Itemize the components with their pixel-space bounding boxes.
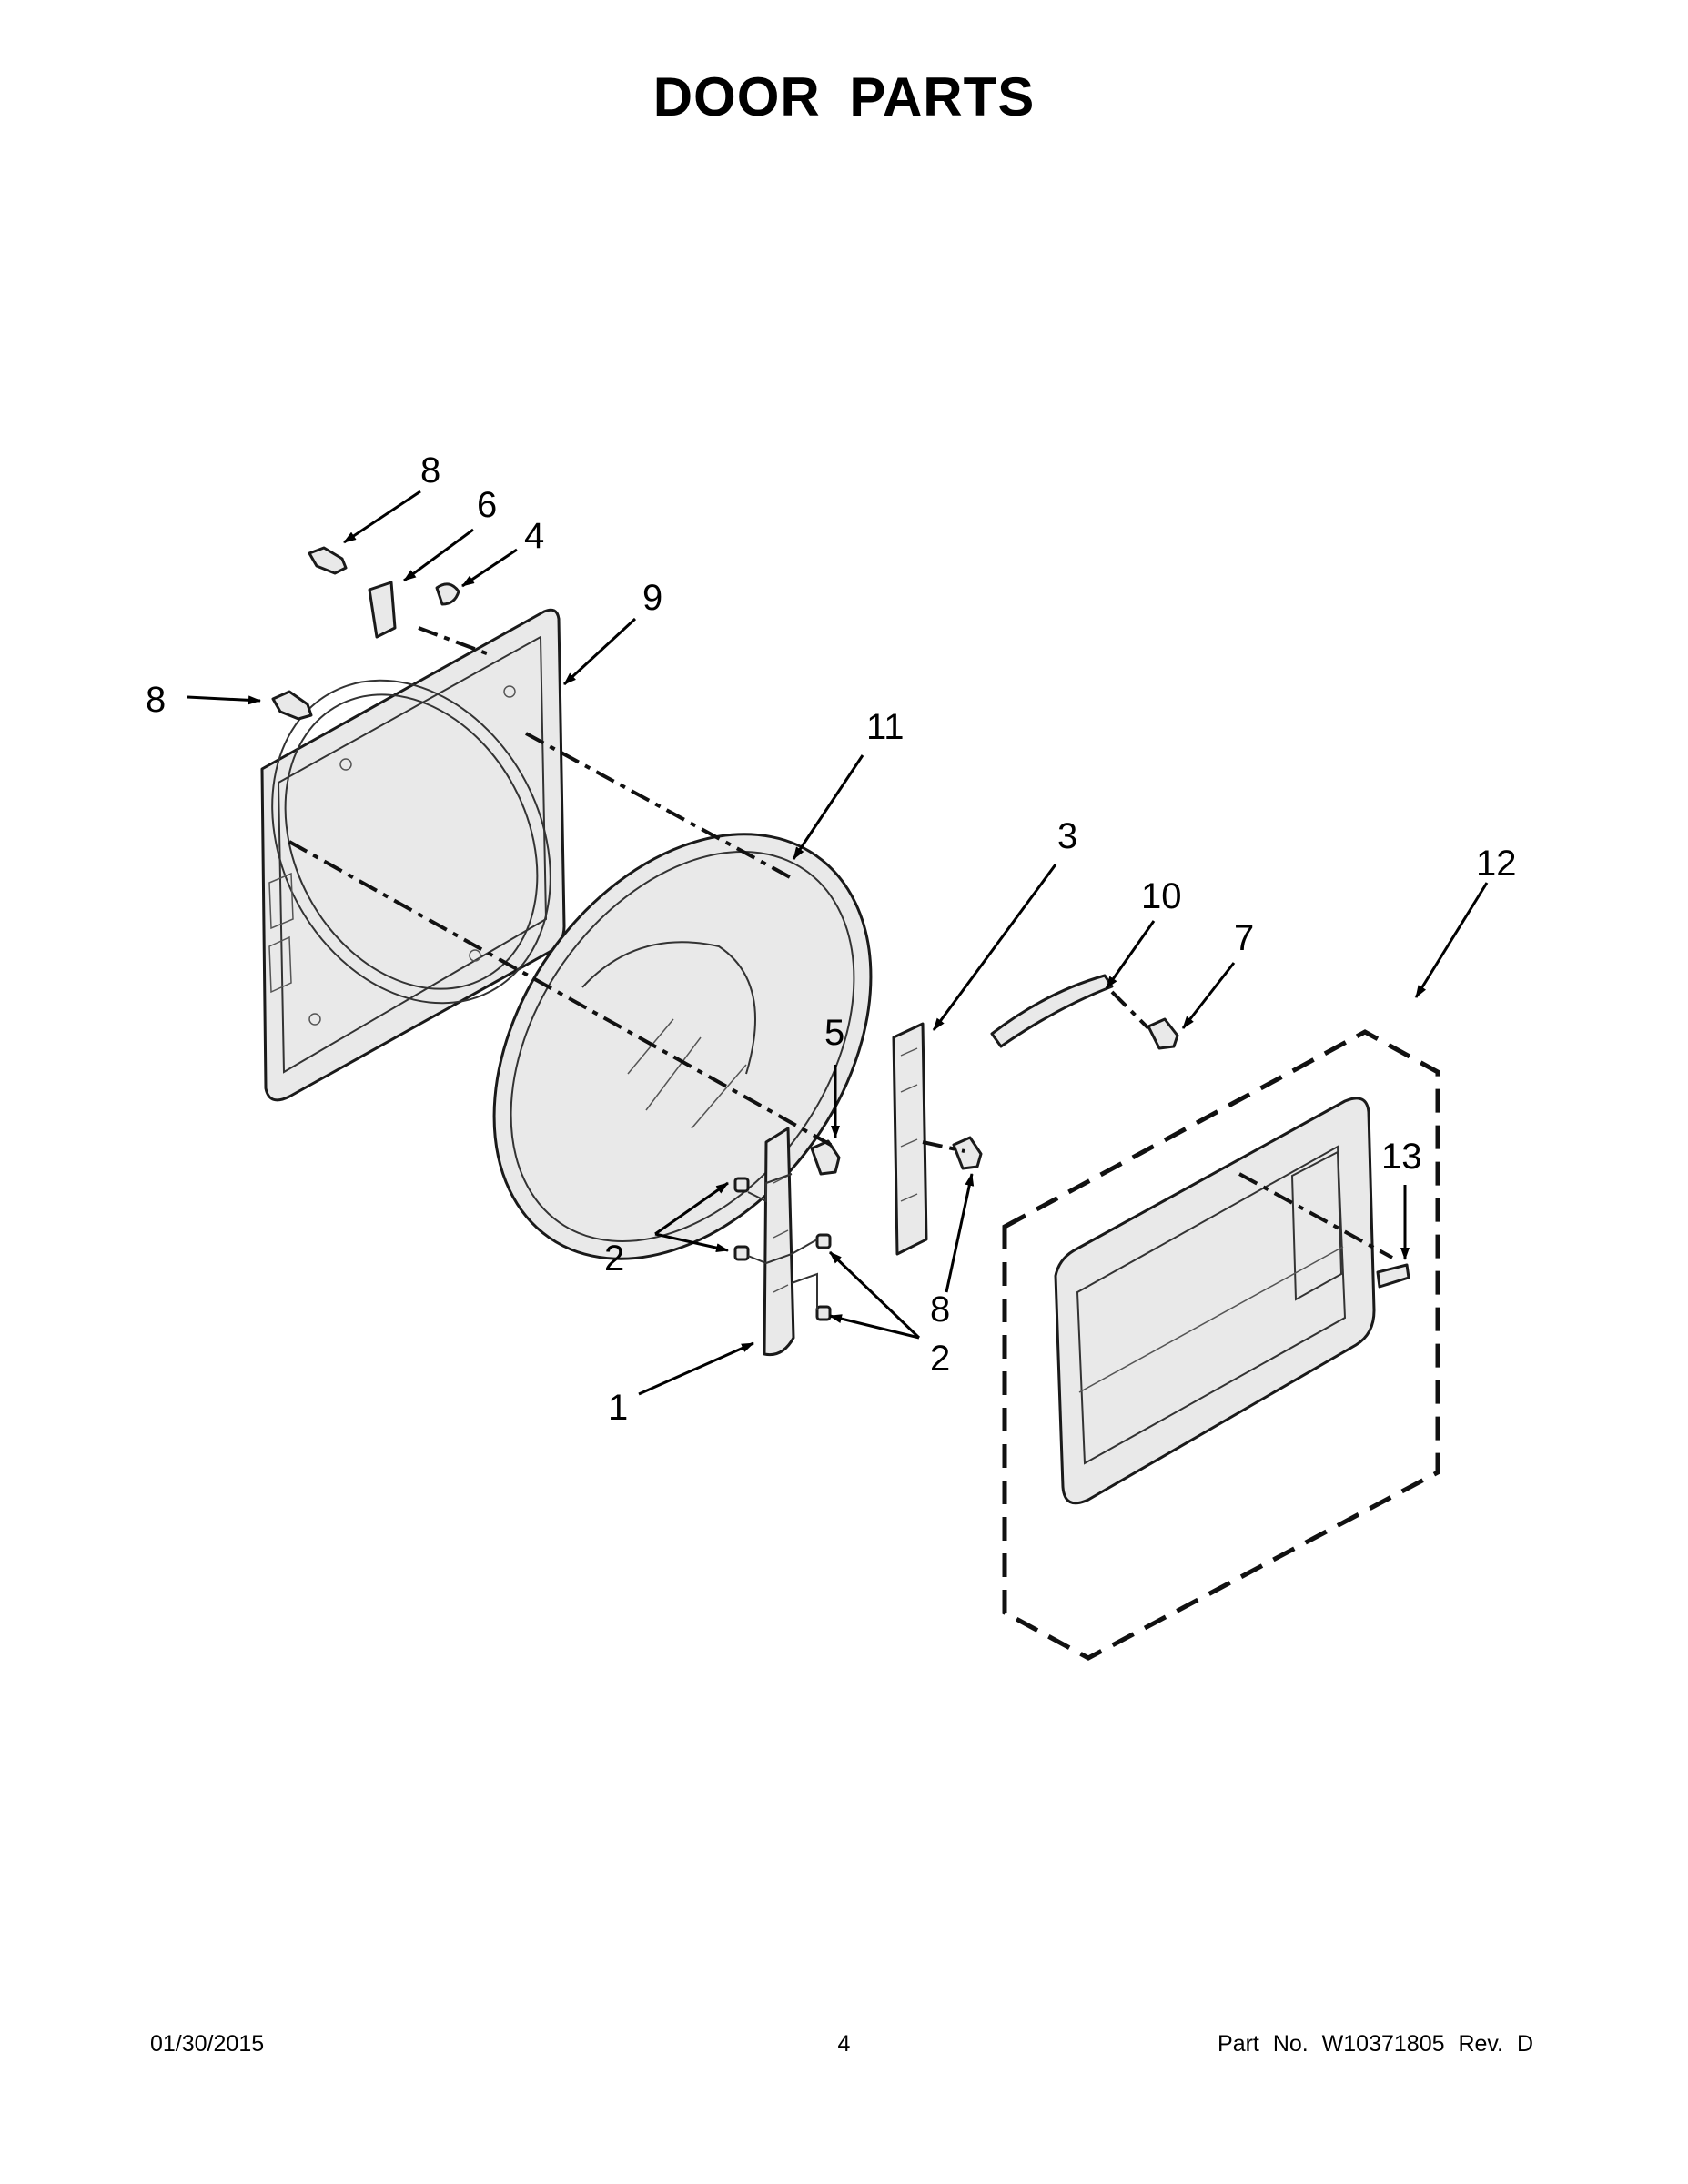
- callout-arrows: [187, 490, 1489, 1396]
- footer-date: 01/30/2015: [150, 2031, 265, 2057]
- page-title: DOOR PARTS: [652, 66, 1036, 127]
- callout-3: 3: [1057, 816, 1077, 856]
- callout-6: 6: [477, 485, 497, 525]
- footer-page-number: 4: [837, 2031, 851, 2057]
- hinge-bushings-part: [733, 1173, 832, 1321]
- screw-8-right: [952, 1136, 983, 1170]
- badge-part: [1376, 1263, 1410, 1289]
- assembly-lines: [288, 626, 1393, 1259]
- callout-5: 5: [824, 1013, 844, 1053]
- callout-8-left: 8: [146, 680, 166, 720]
- screw-8-left: [271, 690, 313, 721]
- callout-labels: 8 6 4 9 8 11 3 10 7 12 5 13 2 8 2 1: [146, 450, 1517, 1428]
- plug-4: [435, 582, 460, 606]
- footer-part-number: Part No. W10371805 Rev. D: [1218, 2031, 1533, 2057]
- callout-8-right: 8: [930, 1289, 950, 1330]
- door-harness-part: [990, 974, 1114, 1048]
- screw-7: [1147, 1017, 1179, 1050]
- door-bracket-part: [892, 1022, 928, 1256]
- callout-10: 10: [1141, 876, 1182, 916]
- callout-12: 12: [1476, 844, 1517, 884]
- outer-door-panel-part: [1054, 1097, 1376, 1505]
- fasteners: [271, 546, 1179, 1176]
- callout-8-top: 8: [420, 450, 440, 490]
- screw-8-top: [308, 546, 348, 575]
- screw-5: [810, 1139, 841, 1176]
- callout-1: 1: [608, 1388, 628, 1428]
- callout-11: 11: [866, 707, 905, 747]
- callout-9: 9: [642, 578, 662, 618]
- callout-4: 4: [524, 516, 544, 556]
- callout-2-left: 2: [604, 1239, 624, 1279]
- callout-13: 13: [1381, 1137, 1422, 1177]
- callout-7: 7: [1234, 918, 1254, 958]
- callout-2-right: 2: [930, 1339, 950, 1379]
- clip-6: [368, 581, 397, 639]
- hinge-part: [763, 1127, 795, 1357]
- door-assembly-outline: [1002, 1029, 1440, 1661]
